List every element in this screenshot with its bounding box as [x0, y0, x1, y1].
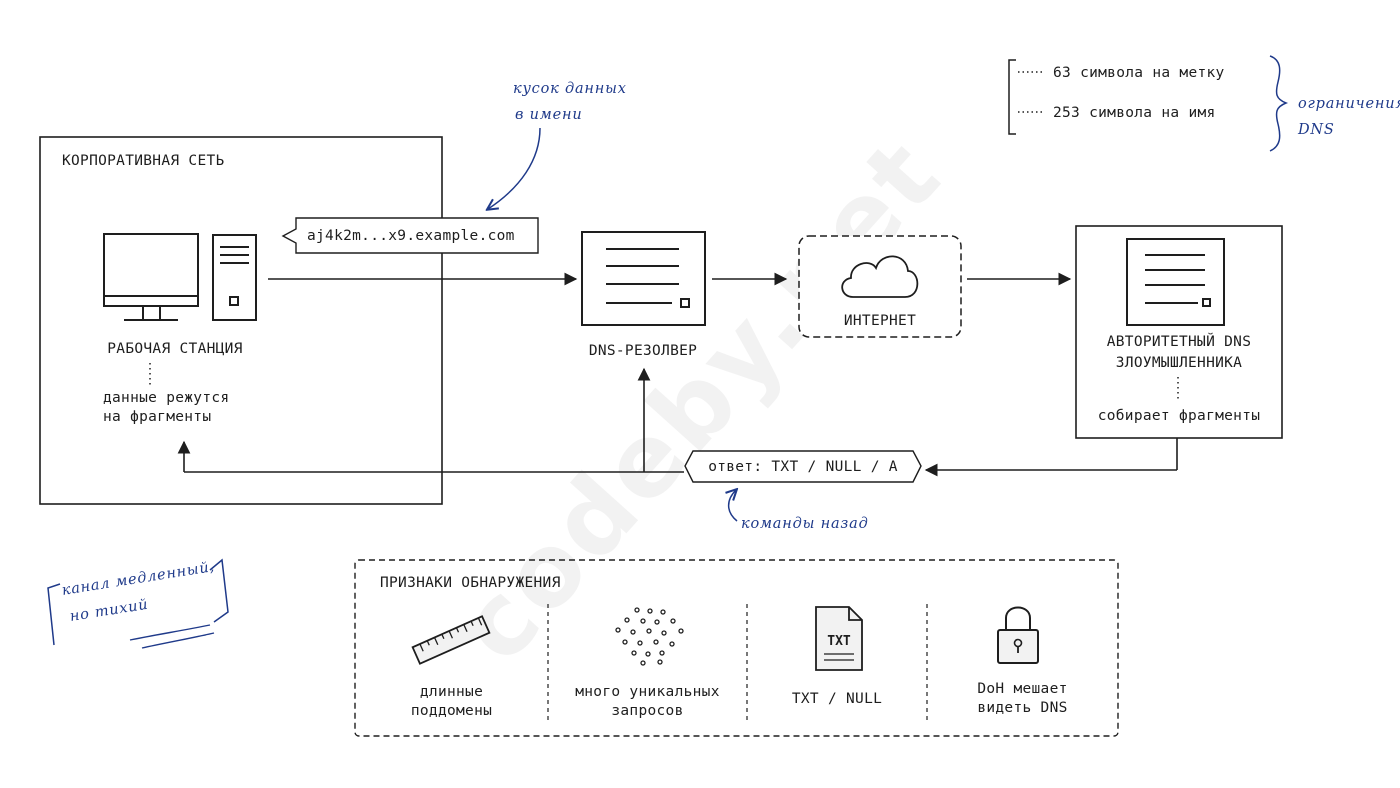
pc-tower-icon	[212, 234, 257, 321]
slow-note-underline-2	[141, 632, 215, 649]
limits-note-1: ограничения	[1298, 96, 1400, 112]
limit-label-2: 253 символа на имя	[1053, 105, 1216, 121]
detection-title: ПРИЗНАКИ ОБНАРУЖЕНИЯ	[380, 575, 561, 591]
detection-item-2-label-2: запросов	[611, 703, 684, 719]
data-chunk-note-2: в имени	[515, 107, 583, 123]
txt-file-icon-label: TXT	[827, 634, 851, 649]
commands-note: команды назад	[741, 516, 869, 532]
lock-icon	[997, 606, 1039, 664]
data-chunk-note-arrow	[488, 127, 541, 209]
cloud-icon	[841, 255, 919, 298]
detection-item-1-label-1: длинные	[419, 684, 484, 700]
limits-left-bracket	[1008, 59, 1016, 135]
detection-box	[354, 559, 1119, 737]
monitor-icon	[103, 233, 199, 321]
limits-curly-brace	[1269, 55, 1289, 152]
limits-note-2: DNS	[1298, 122, 1335, 138]
internet-box	[798, 235, 962, 338]
corporate-network-box	[39, 136, 443, 505]
detection-item-3-label-1: TXT / NULL	[791, 691, 883, 707]
dots-icon	[615, 607, 684, 666]
detection-item-1-label-2: поддомены	[410, 703, 493, 719]
attacker-dns-box	[1075, 225, 1283, 439]
ruler-icon	[411, 615, 491, 665]
response-tag-shape	[684, 450, 922, 483]
detection-item-4-label-1: DoH мешает	[977, 681, 1068, 697]
txt-file-icon: TXT	[815, 606, 863, 671]
response-tag-text: ответ: TXT / NULL / A	[708, 459, 898, 475]
detection-item-2-label-1: много уникальных	[575, 684, 720, 700]
corporate-network-title: КОРПОРАТИВНАЯ СЕТЬ	[62, 153, 225, 169]
query-bubble-text: aj4k2m...x9.example.com	[307, 228, 515, 244]
workstation-note-1: данные режутся	[103, 390, 230, 406]
workstation-note-2: на фрагменты	[103, 409, 212, 425]
slow-note-frame	[47, 558, 229, 646]
resolver-server-icon	[581, 231, 706, 326]
query-bubble-shape	[281, 217, 539, 254]
attacker-note: собирает фрагменты	[1097, 408, 1261, 424]
slow-note-underline-1	[129, 624, 211, 641]
limit-label-1: 63 символа на метку	[1053, 65, 1225, 81]
resolver-label: DNS-РЕЗОЛВЕР	[588, 343, 698, 359]
attacker-server-icon	[1126, 238, 1225, 326]
attacker-label-2: ЗЛОУМЫШЛЕННИКА	[1115, 355, 1243, 371]
workstation-label: РАБОЧАЯ СТАНЦИЯ	[107, 341, 243, 357]
data-chunk-note-1: кусок данных	[513, 81, 627, 97]
internet-label: ИНТЕРНЕТ	[843, 313, 917, 329]
attacker-label-1: АВТОРИТЕТНЫЙ DNS	[1106, 334, 1252, 350]
commands-note-arrow	[729, 490, 737, 522]
detection-item-4-label-2: видеть DNS	[977, 700, 1068, 716]
